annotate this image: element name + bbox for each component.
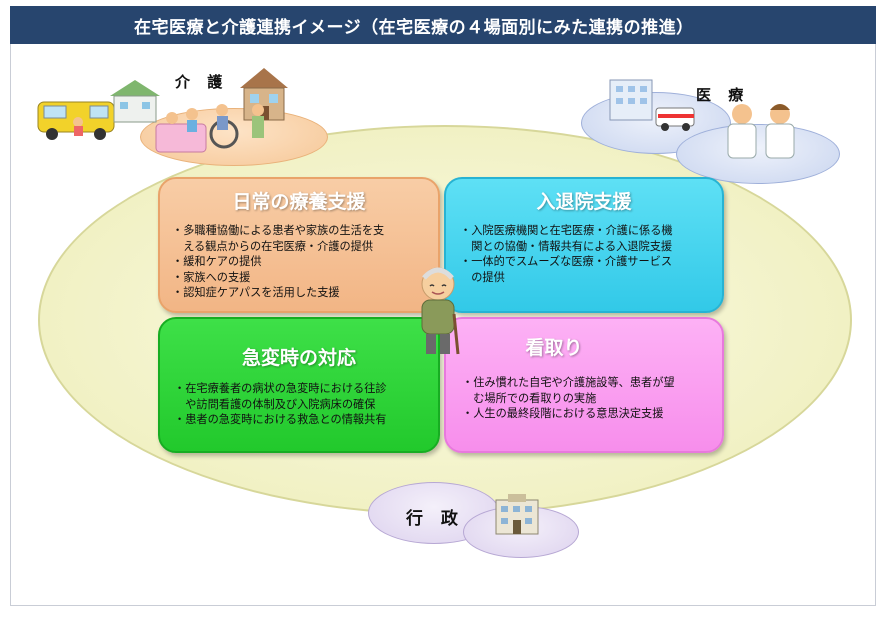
list-item: や訪問看護の体制及び入院病床の確保 xyxy=(174,397,376,411)
list-item: ・多職種協働による患者や家族の生活を支 xyxy=(172,224,385,237)
list-item: ・患者の急変時における救急との情報共有 xyxy=(174,413,387,426)
care-facility-icon xyxy=(110,80,160,123)
list-item: の提供 xyxy=(460,270,505,284)
care-label: 介 護 xyxy=(175,73,229,91)
emergency-response-title: 急変時の対応 xyxy=(241,347,356,369)
government-label: 行 政 xyxy=(406,509,464,529)
hospital-icon xyxy=(609,79,653,121)
list-item: ・在宅療養者の病状の急変時における往診 xyxy=(174,382,387,395)
admission-discharge-support-box: 入退院支援 ・入院医療機関と在宅医療・介護に係る機 関との協働・情報共有による入… xyxy=(444,177,724,313)
city-hall-icon xyxy=(495,494,539,535)
emergency-response-list: ・在宅療養者の病状の急変時における往診 や訪問看護の体制及び入院病床の確保 ・患… xyxy=(174,381,387,428)
emergency-response-box: 急変時の対応 ・在宅療養者の病状の急変時における往診 や訪問看護の体制及び入院病… xyxy=(158,317,440,453)
list-item: む場所での看取りの実施 xyxy=(462,391,597,405)
elderly-person-icon xyxy=(421,267,460,355)
bath-care-icon xyxy=(155,108,207,153)
daily-care-support-title: 日常の療養支援 xyxy=(232,191,366,213)
ambulance-icon xyxy=(655,107,695,131)
list-item: える観点からの在宅医療・介護の提供 xyxy=(172,239,374,253)
daily-care-support-list: ・多職種協働による患者や家族の生活を支 える観点からの在宅医療・介護の提供 ・緩… xyxy=(172,223,384,301)
care-van-icon xyxy=(37,101,115,140)
list-item: 関との協働・情報共有による入退院支援 xyxy=(460,239,673,253)
medical-label: 医 療 xyxy=(696,86,750,104)
end-of-life-list: ・住み慣れた自宅や介護施設等、患者が望 む場所での看取りの実施 ・人生の最終段階… xyxy=(462,375,675,422)
list-item: ・一体的でスムーズな医療・介護サービス xyxy=(460,255,673,268)
page-title: 在宅医療と介護連携イメージ（在宅医療の４場面別にみた連携の推進） xyxy=(10,6,876,44)
list-item: ・住み慣れた自宅や介護施設等、患者が望 xyxy=(462,376,675,389)
admission-discharge-title: 入退院支援 xyxy=(536,191,632,213)
doctor-nurse-icon xyxy=(727,104,795,159)
list-item: ・緩和ケアの提供 xyxy=(172,255,262,268)
wheelchair-icon xyxy=(209,104,264,149)
list-item: ・認知症ケアパスを活用した支援 xyxy=(172,286,340,299)
end-of-life-care-box: 看取り ・住み慣れた自宅や介護施設等、患者が望 む場所での看取りの実施 ・人生の… xyxy=(444,317,724,453)
list-item: ・家族への支援 xyxy=(172,270,251,284)
medical-ellipse-right xyxy=(676,124,840,184)
list-item: ・人生の最終段階における意思決定支援 xyxy=(462,407,664,420)
list-item: ・入院医療機関と在宅医療・介護に係る機 xyxy=(460,224,673,237)
end-of-life-title: 看取り xyxy=(525,337,583,359)
house-icon xyxy=(240,68,288,121)
daily-care-support-box: 日常の療養支援 ・多職種協働による患者や家族の生活を支 える観点からの在宅医療・… xyxy=(158,177,440,313)
admission-discharge-list: ・入院医療機関と在宅医療・介護に係る機 関との協働・情報共有による入退院支援 ・… xyxy=(460,223,673,285)
